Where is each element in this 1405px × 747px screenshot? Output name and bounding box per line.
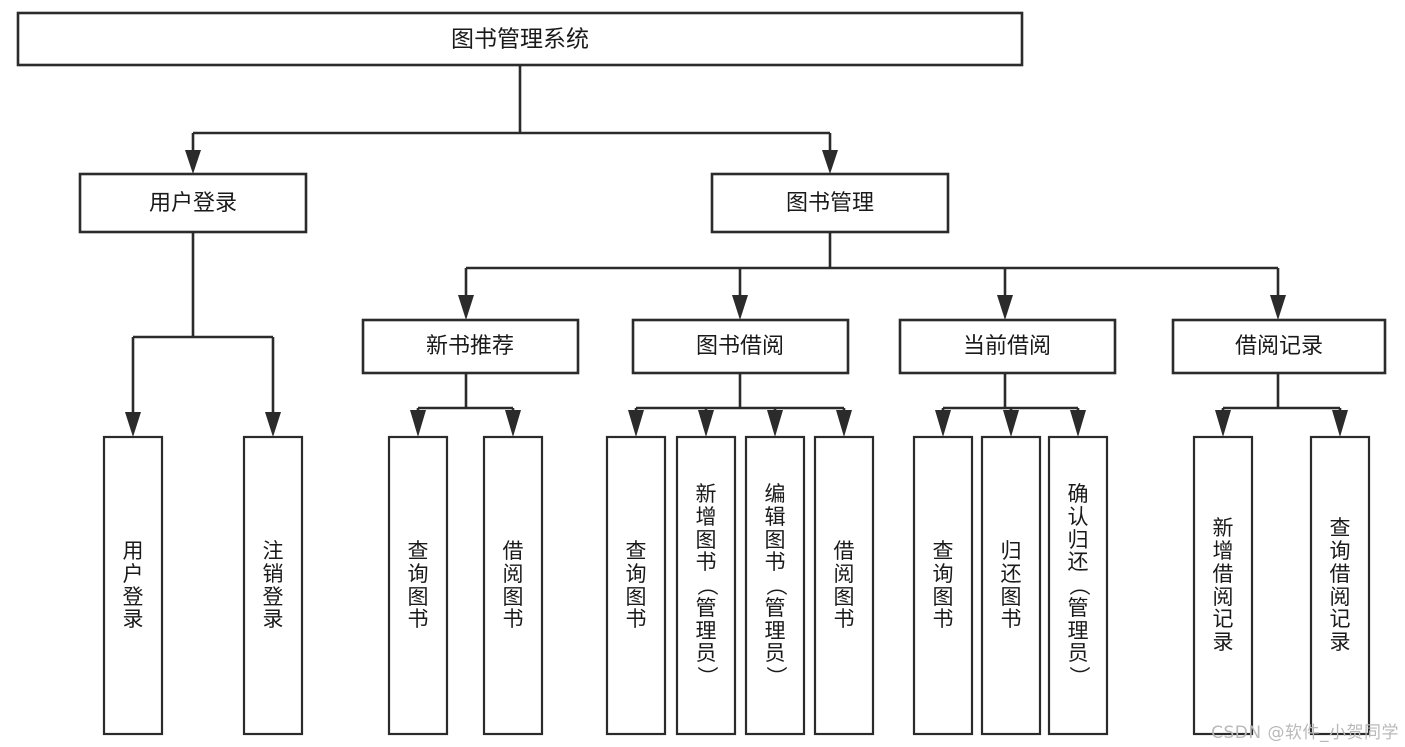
leaf-box-return-book[interactable] xyxy=(980,435,1042,736)
arrowhead-leaf-add-book xyxy=(698,410,714,437)
leaf-box-user-login[interactable] xyxy=(102,435,164,736)
edge-group-borrow-record-to-leaves xyxy=(1215,373,1348,437)
arrowhead-borrow-record xyxy=(1270,295,1286,320)
leaf-box-borrow-book-1[interactable] xyxy=(482,435,544,736)
arrowhead-leaf-query-record xyxy=(1332,410,1348,437)
node-book-borrow-label: 图书借阅 xyxy=(696,334,784,359)
arrowhead-leaf-add-record xyxy=(1215,410,1231,437)
arrowhead-leaf-query-book-1 xyxy=(410,410,426,437)
leaf-box-add-record[interactable] xyxy=(1192,435,1254,736)
node-current-borrow[interactable]: 当前借阅 xyxy=(898,318,1117,375)
edge-group-user-login-to-leaves xyxy=(125,232,281,437)
csdn-watermark: CSDN @软件_小贺同学 xyxy=(1211,723,1399,743)
node-borrow-record-box[interactable] xyxy=(1171,318,1387,375)
leaf-box-edit-book[interactable] xyxy=(744,435,806,736)
arrowhead-leaf-query-book-2 xyxy=(628,410,644,437)
node-root[interactable]: 图书管理系统 xyxy=(16,11,1024,67)
leaf-box-query-book-1[interactable] xyxy=(387,435,449,736)
edge-group-book-manage-to-level3 xyxy=(458,232,1286,320)
arrowhead-book-borrow xyxy=(732,295,748,320)
arrowhead-leaf-borrow-book-1 xyxy=(505,410,521,437)
node-new-book-recommend[interactable]: 新书推荐 xyxy=(361,318,580,375)
node-borrow-record-label: 借阅记录 xyxy=(1235,334,1323,359)
edge-group-book-borrow-to-leaves xyxy=(628,373,852,437)
arrowhead-leaf-edit-book xyxy=(767,410,783,437)
node-user-login-box[interactable] xyxy=(78,172,308,234)
leaf-box-query-book-3[interactable] xyxy=(912,435,974,736)
node-user-login[interactable]: 用户登录 xyxy=(78,172,308,234)
leaf-box-query-record[interactable] xyxy=(1309,435,1371,736)
arrowhead-leaf-user-login xyxy=(125,412,141,437)
node-book-borrow[interactable]: 图书借阅 xyxy=(631,318,850,375)
arrowhead-book-manage xyxy=(822,150,838,174)
leaf-box-user-logout[interactable] xyxy=(242,435,304,736)
arrowhead-user-login xyxy=(185,150,201,174)
node-user-login-label: 用户登录 xyxy=(149,191,237,216)
arrowhead-leaf-user-logout xyxy=(265,412,281,437)
edge-group-new-book-to-leaves xyxy=(410,373,521,437)
node-new-book-recommend-box[interactable] xyxy=(361,318,580,375)
leaf-box-query-book-2[interactable] xyxy=(605,435,667,736)
arrowhead-current-borrow xyxy=(997,295,1013,320)
node-book-manage-box[interactable] xyxy=(710,172,950,234)
leaf-box-confirm-return[interactable] xyxy=(1047,435,1109,736)
node-root-box[interactable] xyxy=(16,11,1024,67)
arrowhead-leaf-return-book xyxy=(1003,410,1019,437)
leaf-box-add-book[interactable] xyxy=(675,435,737,736)
arrowhead-leaf-borrow-book-2 xyxy=(836,410,852,437)
node-new-book-recommend-label: 新书推荐 xyxy=(426,334,514,359)
node-book-manage[interactable]: 图书管理 xyxy=(710,172,950,234)
arrowhead-leaf-query-book-3 xyxy=(935,410,951,437)
node-book-manage-label: 图书管理 xyxy=(786,191,874,216)
edge-group-root-to-level2 xyxy=(185,65,838,174)
node-current-borrow-label: 当前借阅 xyxy=(963,334,1051,359)
arrowhead-new-book-recommend xyxy=(458,295,474,320)
leaf-box-borrow-book-2[interactable] xyxy=(813,435,875,736)
leaf-box-group xyxy=(102,435,1371,736)
node-book-borrow-box[interactable] xyxy=(631,318,850,375)
node-borrow-record[interactable]: 借阅记录 xyxy=(1171,318,1387,375)
arrowhead-leaf-confirm-return xyxy=(1070,410,1086,437)
node-root-label: 图书管理系统 xyxy=(451,27,589,53)
edge-group-current-borrow-to-leaves xyxy=(935,373,1086,437)
node-current-borrow-box[interactable] xyxy=(898,318,1117,375)
